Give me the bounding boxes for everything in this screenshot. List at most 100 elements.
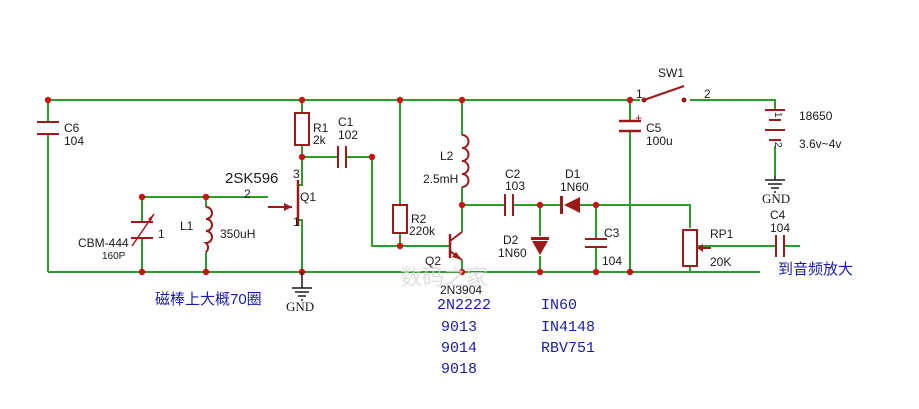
junction-dot: [138, 268, 146, 276]
junction-dot: [202, 193, 210, 201]
cbm-ref: CBM-444: [78, 236, 129, 250]
junctions: [44, 96, 634, 276]
transistor-alt-4: 9018: [441, 361, 477, 378]
c6-plates: [37, 121, 59, 135]
r1-body: [294, 112, 310, 146]
c4-plates: [775, 235, 785, 257]
r2-body: [392, 204, 408, 234]
wires: [47, 99, 800, 273]
r2-value: 220k: [409, 224, 436, 238]
c5-polarity: +: [635, 111, 642, 125]
c2-plates: [504, 194, 514, 216]
junction-dot: [626, 268, 634, 276]
junction-dot: [458, 268, 466, 276]
cbm-plates: [131, 221, 153, 239]
diode-alt-2: IN4148: [541, 319, 595, 336]
junction-dot: [298, 153, 306, 161]
c4-value: 104: [770, 221, 790, 235]
wire-q1-drain: [298, 170, 303, 186]
transistor-alt-2: 9013: [441, 319, 477, 336]
c3-plates: [585, 238, 607, 248]
q1-drain-pin: 3: [293, 167, 300, 181]
l2-value: 2.5mH: [423, 172, 458, 186]
c3-value: 104: [602, 254, 622, 268]
c2-value: 103: [505, 179, 525, 193]
junction-dot: [202, 268, 210, 276]
wire-q1-source: [298, 219, 303, 272]
watermark: 数码之家: [400, 265, 488, 290]
bat-pin2: 2: [772, 142, 783, 148]
d1-value: 1N60: [560, 180, 589, 194]
q2-ref: Q2: [425, 254, 441, 268]
bat-plates: [765, 109, 785, 141]
l2-ref: L2: [440, 149, 454, 163]
bat-voltage: 3.6v~4v: [799, 137, 841, 151]
r1-ref: R1: [313, 121, 329, 135]
c2-ref: C2: [505, 167, 521, 181]
sw1-pin2: 2: [704, 87, 711, 101]
q1-ref: Q1: [300, 190, 316, 204]
l2-coil: [461, 134, 470, 188]
q1-part: 2SK596: [225, 170, 278, 187]
sw1-ref: SW1: [658, 66, 684, 80]
diode-alt-1: IN60: [541, 297, 577, 314]
gnd-label-left: GND: [286, 299, 314, 314]
q2-collector: [449, 231, 463, 242]
c3-ref: C3: [604, 226, 620, 240]
d1-bar: [560, 196, 563, 214]
d2-triangle: [532, 241, 548, 255]
components: [37, 85, 785, 267]
sw1-contact-1: [641, 97, 647, 103]
c6-ref: C6: [64, 121, 80, 135]
bat-pin1: 1: [772, 112, 783, 118]
gnd-label-right: GND: [762, 191, 790, 206]
junction-dot: [368, 153, 376, 161]
cbm-pin: 1: [158, 227, 165, 241]
d1-triangle: [564, 197, 580, 213]
l1-ref: L1: [180, 219, 194, 233]
d2-ref: D2: [503, 233, 519, 247]
q2-emitter-arrow: [452, 252, 462, 260]
junction-dot: [396, 242, 404, 250]
junction-dot: [138, 193, 146, 201]
d1-ref: D1: [565, 167, 581, 181]
junction-dot: [536, 201, 544, 209]
junction-dot: [592, 201, 600, 209]
c5-plates: [619, 119, 641, 133]
sw1-pin1: 1: [636, 87, 643, 101]
junction-dot: [458, 201, 466, 209]
ground-symbols: [292, 176, 785, 301]
labels: C6 104 CBM-444 160P 1 L1 350uH 2SK596 2 …: [64, 66, 853, 378]
transistor-alt-3: 9014: [441, 340, 477, 357]
gnd-symbol-left: [292, 272, 312, 301]
d2-bar: [531, 237, 549, 240]
rp1-wiper-arrow: [697, 244, 703, 252]
rp1-body: [682, 229, 698, 267]
component-fills: [148, 97, 703, 260]
junction-dot: [458, 96, 466, 104]
output-note: 到音频放大: [778, 261, 853, 278]
junction-dot: [592, 268, 600, 276]
c1-value: 102: [338, 128, 358, 142]
junction-dot: [396, 96, 404, 104]
wire-to-c2: [462, 204, 691, 228]
l1-value: 350uH: [220, 227, 255, 241]
sw1-contact-2: [681, 97, 687, 103]
diode-alt-3: RBV751: [541, 340, 595, 357]
cbm-arrowhead: [148, 214, 154, 221]
c4-ref: C4: [770, 208, 786, 222]
junction-dot: [626, 96, 634, 104]
q1-gate-pin: 2: [244, 187, 251, 201]
gnd-symbol-right: [765, 176, 785, 193]
wire-q1-to-c1: [302, 156, 450, 247]
transistor-alt-1: 2N2222: [437, 297, 491, 314]
c5-value: 100u: [646, 134, 673, 148]
r2-ref: R2: [411, 212, 427, 226]
l1-coil: [203, 206, 213, 253]
c5-ref: C5: [646, 121, 662, 135]
sw1-lever: [643, 85, 685, 101]
rod-note: 磁棒上大概70圈: [155, 291, 262, 308]
q1-gate-arrow: [284, 203, 292, 211]
